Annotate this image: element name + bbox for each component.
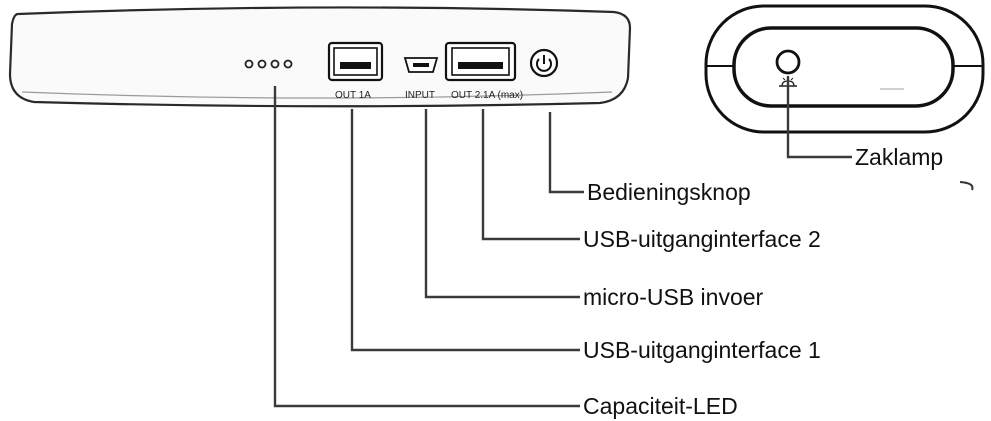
leader-line-usb-out-1 [350, 109, 580, 352]
callout-labels: Zaklamp Bedieningsknop USB-uitganginterf… [583, 144, 943, 419]
powerbank-body [8, 6, 632, 108]
leader-line-flashlight [786, 76, 852, 159]
label-capacity-led: Capaciteit-LED [583, 393, 738, 419]
label-usb-out-2: USB-uitganginterface 2 [583, 226, 821, 252]
port-label-input: INPUT [405, 90, 435, 101]
capacity-led [283, 59, 293, 69]
usb-port-1 [327, 41, 384, 82]
port-label-out2: OUT 2.1A (max) [451, 90, 523, 101]
port-label-out1: OUT 1A [335, 90, 371, 101]
flashlight-lens [775, 49, 801, 75]
label-usb-out-1: USB-uitganginterface 1 [583, 337, 821, 363]
capacity-led-group [244, 59, 293, 69]
power-icon [536, 55, 552, 72]
micro-usb-port [403, 57, 439, 73]
leader-line-capacity-led [273, 86, 580, 408]
capacity-led [270, 59, 280, 69]
label-power-button: Bedieningsknop [587, 179, 751, 205]
label-micro-usb-in: micro-USB invoer [583, 284, 764, 310]
leader-lines [273, 76, 852, 408]
power-button [529, 48, 559, 78]
powerbank-bottom-edge [21, 91, 613, 99]
leader-line-power-button [548, 112, 584, 194]
capacity-led [257, 59, 267, 69]
powerbank-front-view: OUT 1A INPUT OUT 2.1A (max) [8, 6, 632, 108]
usb-port-2 [444, 41, 517, 82]
capacity-led [244, 59, 254, 69]
label-flashlight: Zaklamp [855, 144, 943, 170]
leader-line-usb-out-2 [481, 109, 580, 241]
leader-line-micro-usb [424, 109, 580, 299]
side-view-inner [732, 26, 955, 108]
